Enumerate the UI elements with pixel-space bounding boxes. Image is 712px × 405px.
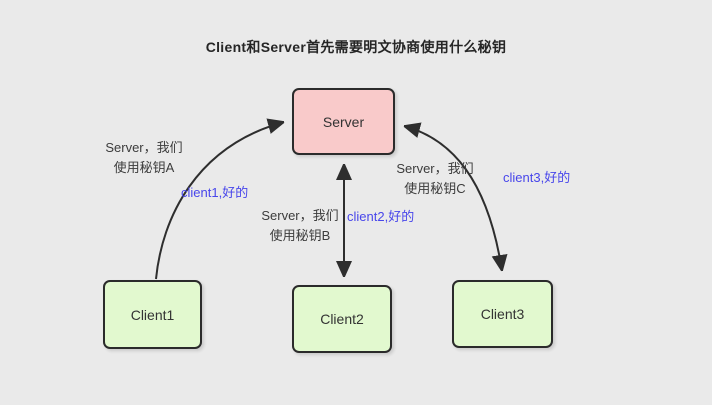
node-client1: Client1 bbox=[103, 280, 202, 349]
message-request-keyC-line1: Server，我们 bbox=[396, 161, 474, 176]
node-client2: Client2 bbox=[292, 285, 392, 353]
node-client1-label: Client1 bbox=[130, 306, 175, 323]
message-request-keyB-line1: Server，我们 bbox=[261, 208, 339, 223]
message-request-keyC-line2: 使用秘钥C bbox=[404, 181, 466, 196]
arrow-server-client3 bbox=[404, 126, 502, 271]
node-server-label: Server bbox=[322, 113, 365, 130]
node-client2-label: Client2 bbox=[320, 311, 364, 327]
message-request-keyB-line2: 使用秘钥B bbox=[269, 228, 331, 243]
message-reply-client2: client2,好的 bbox=[347, 209, 415, 224]
diagram-title: Client和Server首先需要明文协商使用什么秘钥 bbox=[205, 39, 507, 55]
message-request-keyB: Server，我们 使用秘钥B bbox=[250, 206, 350, 246]
node-server: Server bbox=[292, 88, 395, 155]
message-request-keyA-line2: 使用秘钥A bbox=[113, 160, 175, 175]
message-request-keyA-line1: Server，我们 bbox=[105, 140, 183, 155]
message-request-keyC: Server，我们 使用秘钥C bbox=[385, 159, 485, 199]
node-client3-label: Client3 bbox=[480, 306, 525, 322]
node-client3: Client3 bbox=[452, 280, 553, 348]
arrow-client1-to-server bbox=[155, 122, 284, 280]
message-reply-client1: client1,好的 bbox=[181, 185, 249, 200]
message-reply-client3: client3,好的 bbox=[503, 170, 571, 185]
message-request-keyA: Server，我们 使用秘钥A bbox=[94, 138, 194, 178]
